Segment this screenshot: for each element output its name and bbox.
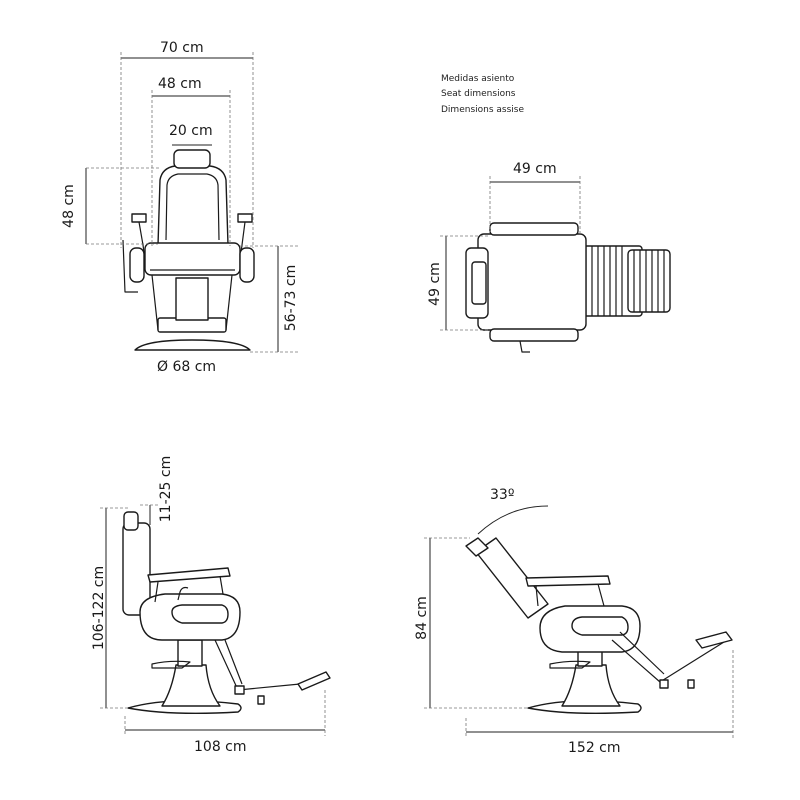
headrest-adjust-label: 11-25 cm bbox=[158, 455, 174, 523]
reclined-view-dimensions bbox=[424, 505, 734, 738]
legend-line-2: Seat dimensions bbox=[441, 89, 516, 99]
top-view-dimensions bbox=[440, 176, 581, 331]
headrest-width-label: 20 cm bbox=[169, 123, 213, 139]
overall-width-label: 70 cm bbox=[160, 40, 204, 56]
reclined-length-label: 152 cm bbox=[568, 740, 621, 756]
reclined-height-label: 84 cm bbox=[414, 596, 430, 640]
top-seat-width-label: 49 cm bbox=[427, 262, 443, 306]
legend-line-3: Dimensions assise bbox=[441, 105, 525, 115]
front-view-chair bbox=[122, 149, 255, 351]
side-view-chair bbox=[122, 511, 331, 715]
front-view-dimensions bbox=[85, 52, 300, 353]
total-height-label: 106-122 cm bbox=[91, 565, 107, 651]
base-diameter-label: Ø 68 cm bbox=[157, 359, 217, 375]
seat-width-label: 48 cm bbox=[158, 76, 202, 92]
side-view-dimensions bbox=[100, 504, 326, 736]
legend-line-1: Medidas asiento bbox=[441, 74, 515, 84]
side-length-label: 108 cm bbox=[194, 739, 247, 755]
seat-depth-label: 49 cm bbox=[513, 161, 557, 177]
reclined-view-chair bbox=[465, 537, 733, 715]
seat-height-label: 56-73 cm bbox=[283, 264, 299, 332]
backrest-height-label: 48 cm bbox=[61, 184, 77, 228]
top-view-chair bbox=[465, 222, 671, 353]
recline-angle-label: 33º bbox=[490, 487, 515, 503]
